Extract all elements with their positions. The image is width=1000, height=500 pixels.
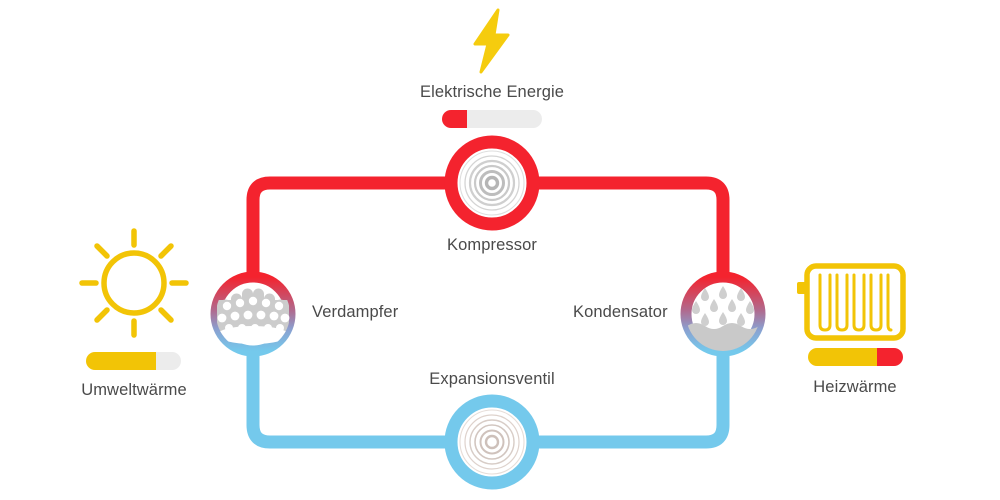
bar-segment [808, 348, 878, 366]
node-kondensator[interactable] [680, 271, 766, 357]
kompressor-label: Kompressor [447, 236, 537, 254]
concentric-rings-icon [459, 409, 525, 475]
node-expansionsventil[interactable] [444, 394, 540, 490]
node-verdampfer[interactable] [210, 271, 296, 357]
bar-segment [442, 110, 467, 128]
bar-segment [86, 352, 157, 370]
sun-icon [79, 228, 189, 338]
radiator-icon [797, 263, 906, 341]
pipe-hot [246, 176, 730, 325]
verdampfer-label: Verdampfer [312, 303, 399, 321]
node-kompressor[interactable] [444, 135, 540, 231]
kondensator-label: Kondensator [573, 303, 668, 321]
expansionsventil-label: Expansionsventil [429, 370, 555, 388]
pipe-cold [246, 303, 730, 449]
heizwaerme-label: Heizwärme [813, 378, 897, 396]
elektrische-energie-bar [442, 110, 542, 128]
bar-segment [467, 110, 542, 128]
umweltwaerme-label: Umweltwärme [81, 381, 187, 399]
lightning-bolt-icon [473, 8, 510, 74]
bar-segment [156, 352, 181, 370]
heizwaerme-bar [808, 348, 903, 366]
concentric-rings-icon [459, 150, 525, 216]
umweltwaerme-bar [86, 352, 181, 370]
bar-segment [877, 348, 903, 366]
elektrische-energie-label: Elektrische Energie [419, 83, 565, 101]
evaporator-bubbles-icon [217, 288, 290, 344]
